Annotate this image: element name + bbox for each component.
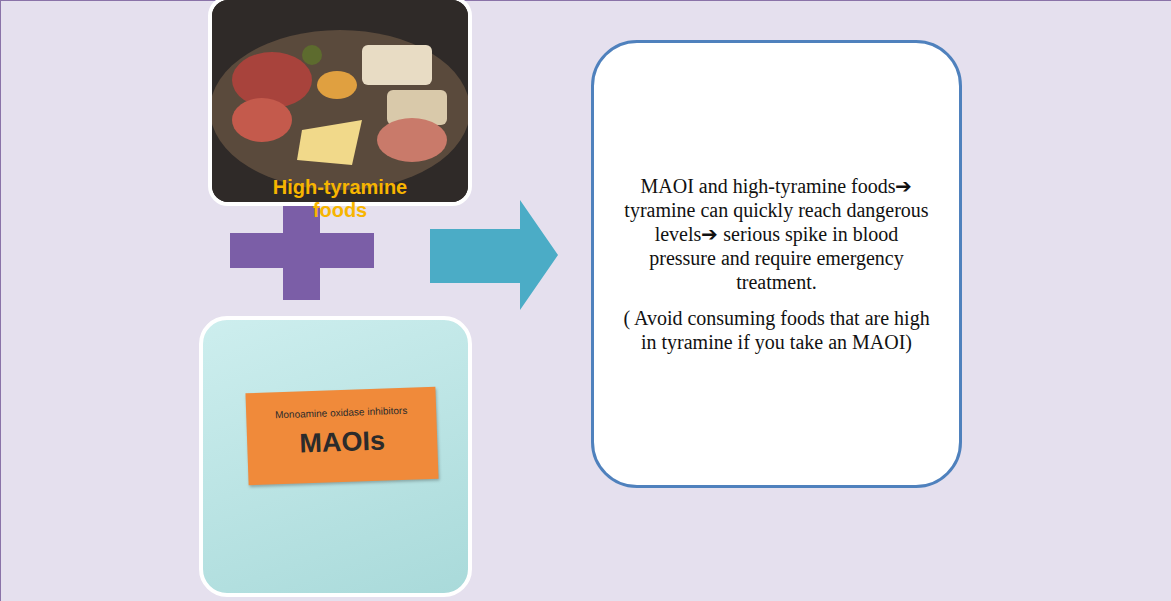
food-illustration — [212, 0, 468, 202]
panel-border — [0, 0, 1, 601]
label-paper: Monoamine oxidase inhibitorsMAOIs — [245, 387, 438, 486]
label-text: MAOIs — [247, 424, 438, 461]
heading-text: High-tyramine foods — [265, 176, 415, 222]
photo-box: High-tyramine foods — [208, 0, 472, 206]
plus-symbol — [230, 233, 374, 268]
image-box: Monoamine oxidase inhibitorsMAOIs — [199, 316, 472, 597]
block-arrow — [430, 200, 558, 310]
label-text: Monoamine oxidase inhibitors — [246, 403, 436, 423]
panel-border — [0, 0, 1171, 1]
process-box: MAOI and high-tyramine foods➔ tyramine c… — [591, 40, 962, 488]
body-text: MAOI and high-tyramine foods➔ tyramine c… — [620, 174, 933, 294]
note-text: ( Avoid consuming foods that are high in… — [620, 306, 933, 354]
